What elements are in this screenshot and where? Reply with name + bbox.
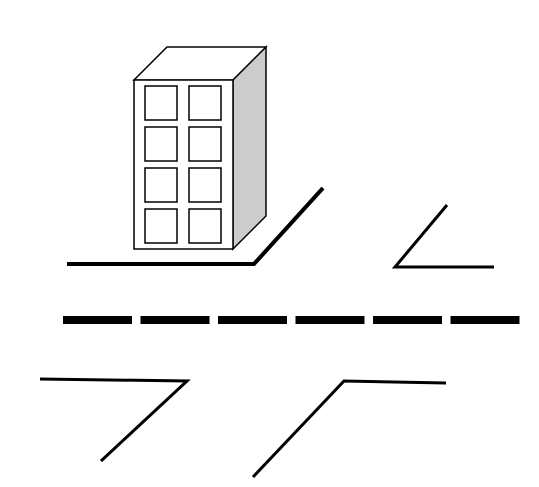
building-window bbox=[144, 85, 178, 121]
building-window bbox=[144, 126, 178, 162]
curb-lower-left bbox=[39, 377, 191, 463]
building-window bbox=[188, 126, 222, 162]
road-center-dash bbox=[295, 316, 365, 324]
curb-upper-right bbox=[391, 204, 494, 269]
building-icon bbox=[132, 45, 268, 251]
building-window bbox=[188, 85, 222, 121]
curb-lower-right bbox=[251, 379, 447, 479]
road-center-dash bbox=[450, 316, 520, 324]
building-window bbox=[144, 167, 178, 203]
road-center-dash bbox=[373, 316, 442, 324]
building-window bbox=[144, 208, 178, 244]
curb-upper-left bbox=[67, 186, 325, 266]
road-center-dashed-line bbox=[63, 316, 520, 324]
road-center-dash bbox=[140, 316, 210, 324]
building-window bbox=[188, 167, 222, 203]
building-windows bbox=[144, 85, 222, 244]
road-center-dash bbox=[218, 316, 287, 324]
building-side-wall bbox=[232, 45, 267, 251]
road-center-dash bbox=[63, 316, 132, 324]
building-window bbox=[188, 208, 222, 244]
